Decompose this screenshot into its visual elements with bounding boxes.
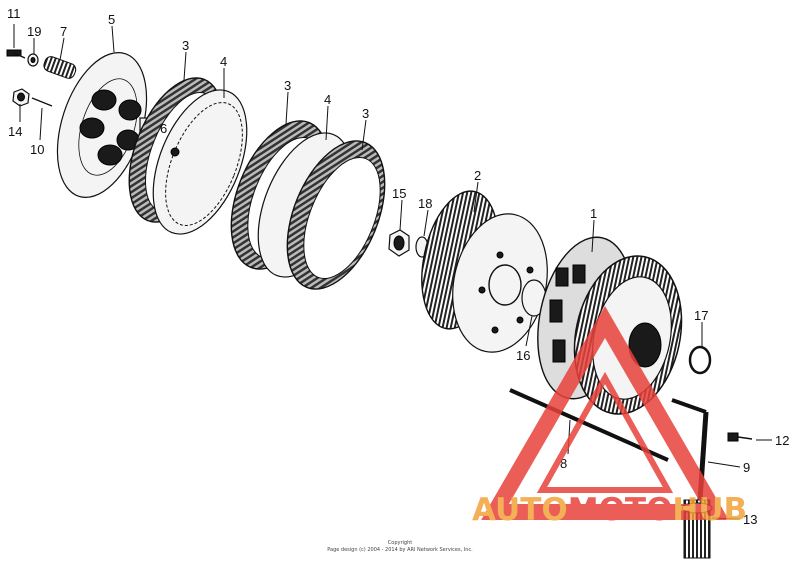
callout-12: 12 <box>775 433 789 448</box>
callout-13: 11 <box>7 6 21 21</box>
pressure-plate-5 <box>56 52 161 198</box>
bolt-13 <box>6 49 26 59</box>
nut-14 <box>12 88 30 107</box>
watermark-triangle <box>481 306 729 520</box>
callout-3a: 3 <box>182 38 189 53</box>
copyright-title: Copyright <box>387 540 413 546</box>
callout-16: 16 <box>516 348 530 363</box>
leader-lines <box>13 24 772 520</box>
callout-18: 18 <box>418 196 432 211</box>
callout-3b: 3 <box>284 78 291 93</box>
callout-4a: 4 <box>220 54 227 69</box>
callout-10: 8 <box>560 456 567 471</box>
callout-4b: 4 <box>324 92 331 107</box>
callout-11: 10 <box>30 142 44 157</box>
callout-5: 5 <box>108 12 115 27</box>
callout-17: 17 <box>694 308 708 323</box>
callout-labels: 11 19 7 5 3 4 6 14 10 3 4 3 15 18 2 1 16… <box>7 6 789 527</box>
o-ring-17 <box>688 345 712 375</box>
callout-3c: 3 <box>362 106 369 121</box>
callout-19: 19 <box>27 24 41 39</box>
watermark-text: AUTOMOTOHUB <box>472 492 747 528</box>
clutch-hub-2 <box>421 190 548 353</box>
stud-11 <box>31 97 53 107</box>
callout-14: 14 <box>8 124 22 139</box>
callout-9: 13 <box>743 512 757 527</box>
callout-15: 15 <box>392 186 406 201</box>
callout-1: 1 <box>590 206 597 221</box>
spring-7 <box>43 56 77 79</box>
callout-8: 9 <box>743 460 750 475</box>
bolt-12 <box>727 432 753 442</box>
friction-disc-3c <box>286 140 386 290</box>
watermark-logo: AUTOMOTOHUB <box>472 306 747 528</box>
callout-2: 2 <box>474 168 481 183</box>
callout-7: 7 <box>60 24 67 39</box>
copyright-text: Page design (c) 2004 - 2014 by ARI Netwo… <box>327 547 473 553</box>
locknut-15 <box>388 229 410 257</box>
clutch-outer-1 <box>537 236 683 415</box>
part-6 <box>170 147 180 157</box>
callout-6: 6 <box>160 121 167 136</box>
